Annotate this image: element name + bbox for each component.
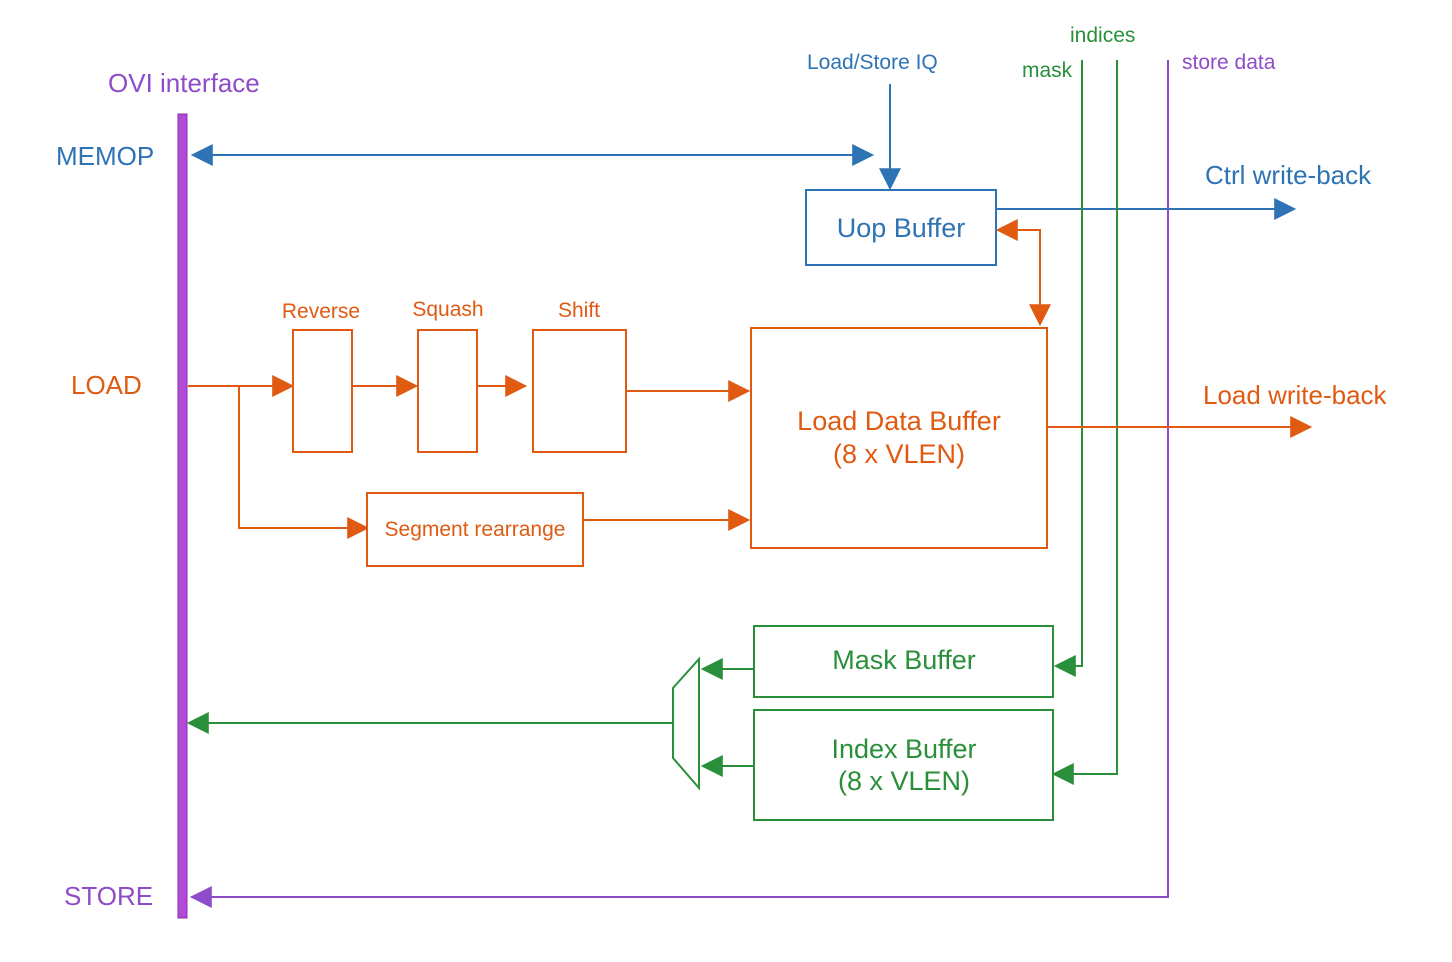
indices-label: indices <box>1070 24 1135 47</box>
load-to-segment-arrow <box>238 386 370 539</box>
squash-label: Squash <box>412 298 483 321</box>
index-buffer-box <box>753 709 1054 821</box>
load-writeback-label: Load write-back <box>1203 380 1388 410</box>
index-buffer-label: Index Buffer <box>831 734 976 764</box>
mask-label: mask <box>1022 59 1073 82</box>
ctrl-writeback-label: Ctrl write-back <box>1205 160 1372 190</box>
ovi-interface-label: OVI interface <box>108 68 260 98</box>
segment-rearrange-box <box>366 492 584 567</box>
load-store-iq-label: Load/Store IQ <box>807 51 938 74</box>
store-mux <box>672 656 700 791</box>
memop-label: MEMOP <box>56 141 154 171</box>
mask-buffer-box <box>753 625 1054 698</box>
segment-rearrange-label: Segment rearrange <box>385 518 566 541</box>
uop-buffer-label: Uop Buffer <box>837 213 966 243</box>
load-data-buffer-size: (8 x VLEN) <box>833 439 965 469</box>
reverse-label: Reverse <box>282 300 360 323</box>
load-data-buffer-label: Load Data Buffer <box>797 406 1001 436</box>
uop-to-load-data-arrow <box>995 219 1051 327</box>
index-buffer-size: (8 x VLEN) <box>838 766 970 796</box>
squash-box <box>417 329 478 453</box>
uop-buffer-box <box>805 189 997 266</box>
store-label: STORE <box>64 881 153 911</box>
mask-input-arrow <box>1053 60 1083 677</box>
ovi-interface-bus <box>177 113 188 919</box>
indices-input-arrow <box>1051 60 1118 785</box>
shift-label: Shift <box>558 299 600 322</box>
shift-box <box>532 329 627 453</box>
load-data-buffer-box <box>750 327 1048 549</box>
reverse-box <box>292 329 353 453</box>
store-data-label: store data <box>1182 51 1276 74</box>
load-label: LOAD <box>71 370 142 400</box>
store-data-arrow <box>189 60 1169 908</box>
mask-buffer-label: Mask Buffer <box>832 645 976 675</box>
